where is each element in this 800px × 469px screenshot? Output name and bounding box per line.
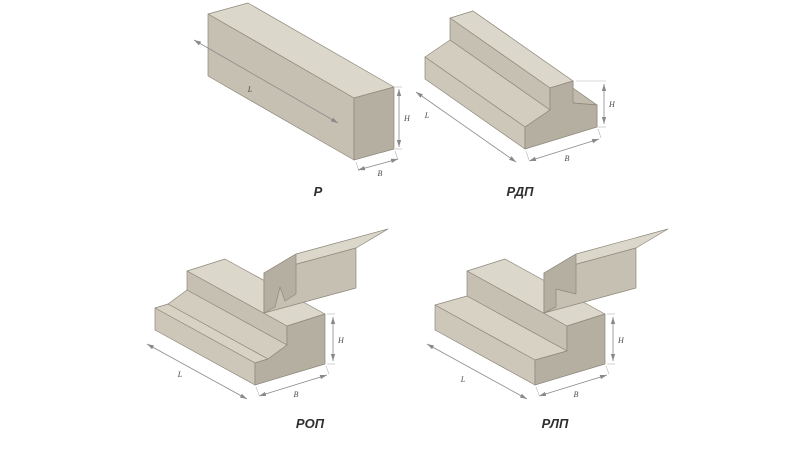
piece-rlp-end-face [543, 253, 577, 314]
dimension-h-rlp: H [607, 313, 625, 365]
dim-label-b: B [565, 154, 570, 163]
dim-label-b: B [378, 169, 383, 178]
dim-ext-line [605, 365, 610, 375]
beam-rop-end-face [254, 313, 326, 386]
dim-line-l [415, 91, 517, 163]
dim-label-h: H [608, 100, 616, 109]
dim-line-b [528, 138, 600, 162]
dim-label-h: H [403, 114, 411, 123]
figure-label-rlp: РЛП [542, 416, 569, 431]
dim-label-l: L [460, 375, 466, 384]
dim-line-l [426, 343, 528, 400]
dim-label-b: B [574, 390, 579, 399]
piece-rop-end-face [263, 253, 297, 314]
dim-ext-line [325, 365, 330, 375]
dimension-b-r: B [355, 150, 399, 178]
figure-label-rop: РОП [296, 416, 325, 431]
dim-label-h: H [617, 336, 625, 345]
dim-line-b [538, 374, 608, 397]
figure-label-rdp: РДП [507, 184, 535, 199]
figure-rlp: L H B РЛП [426, 228, 669, 431]
beam-r-end-face [353, 86, 395, 161]
beam-rlp-end-face [534, 313, 606, 386]
dimension-b-rlp: B [535, 365, 610, 399]
dim-ext-line [525, 150, 530, 161]
dimension-b-rdp: B [525, 128, 602, 163]
dim-label-l: L [177, 370, 183, 379]
dimension-l-rlp: L [426, 343, 528, 400]
dim-ext-line [255, 386, 260, 396]
dimension-l-rop: L [146, 343, 248, 400]
dim-label-l: L [247, 85, 253, 94]
figure-label-r: Р [314, 184, 323, 199]
figure-rop: L H B РОП [146, 228, 389, 431]
dimension-l-rdp: L [415, 91, 517, 163]
beam-rdp-end-face [524, 80, 598, 150]
figure-rdp: L H B РДП [415, 10, 616, 199]
dimension-h-rop: H [327, 313, 345, 365]
dim-line-b [258, 374, 328, 397]
dim-ext-line [597, 128, 602, 139]
dimension-b-rop: B [255, 365, 330, 399]
dim-ext-line [535, 386, 540, 396]
dim-label-b: B [294, 390, 299, 399]
dimension-h-rdp: H [576, 80, 616, 128]
dimension-h-r: H [395, 86, 411, 150]
dim-line-b [357, 158, 399, 171]
dim-line-l [146, 343, 248, 400]
dim-label-l: L [424, 111, 430, 120]
dim-ext-line [394, 150, 399, 161]
figure-r: L H B Р [193, 2, 411, 199]
dimension-l-r: L [193, 39, 339, 124]
dim-label-h: H [337, 336, 345, 345]
dim-line-l [193, 39, 339, 124]
